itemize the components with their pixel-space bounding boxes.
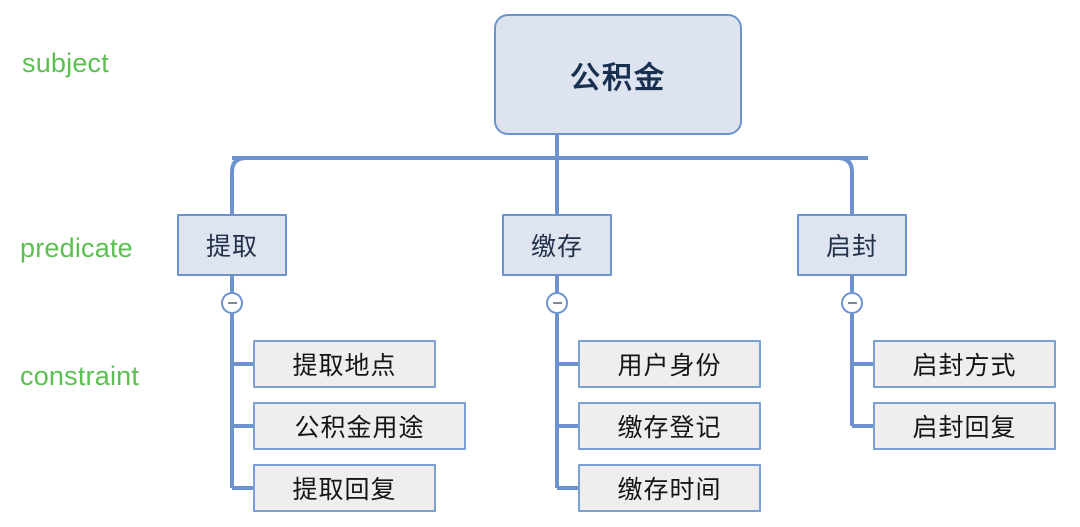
node-leaf-qifeng-fangshi[interactable]: 启封方式 (873, 340, 1056, 388)
minus-circle-icon-qifeng[interactable] (841, 292, 863, 314)
minus-circle-icon-jiaocun[interactable] (546, 292, 568, 314)
minus-glyph (227, 302, 237, 304)
row-label-predicate: predicate (20, 233, 133, 263)
minus-glyph (847, 302, 857, 304)
minus-circle-icon-tiqu[interactable] (221, 292, 243, 314)
wire-bus-right (232, 156, 854, 214)
node-predicate-jiaocun[interactable]: 缴存 (502, 214, 612, 276)
row-label-subject: subject (22, 48, 109, 78)
node-leaf-yonghu-shenfen[interactable]: 用户身份 (578, 340, 761, 388)
minus-glyph (552, 302, 562, 304)
node-leaf-jiaocun-shijian[interactable]: 缴存时间 (578, 464, 761, 512)
node-leaf-qifeng-huifu[interactable]: 启封回复 (873, 402, 1056, 450)
node-leaf-tiqu-huifu[interactable]: 提取回复 (253, 464, 436, 512)
node-leaf-tiqu-didian[interactable]: 提取地点 (253, 340, 436, 388)
node-predicate-tiqu[interactable]: 提取 (177, 214, 287, 276)
node-root-subject[interactable]: 公积金 (494, 14, 742, 135)
node-leaf-gongjijin-yongtu[interactable]: 公积金用途 (253, 402, 466, 450)
wire-bus-left (230, 156, 868, 214)
node-leaf-jiaocun-dengji[interactable]: 缴存登记 (578, 402, 761, 450)
node-predicate-qifeng[interactable]: 启封 (797, 214, 907, 276)
row-label-constraint: constraint (20, 361, 140, 391)
